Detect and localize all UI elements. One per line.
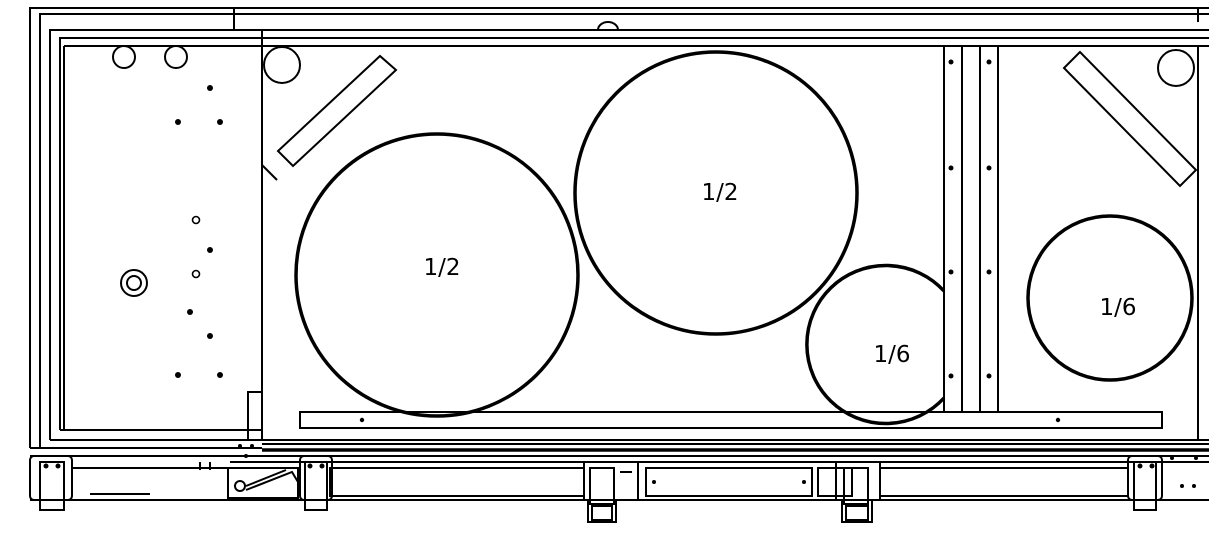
main-chamber bbox=[261, 45, 1209, 440]
circle-left-large: 1/2 bbox=[294, 132, 580, 418]
diagonal-bracket-right bbox=[1062, 50, 1198, 188]
floor-rail bbox=[30, 411, 1209, 463]
circle-center-small: 1/6 bbox=[805, 263, 946, 426]
circle-label: 1/6 bbox=[1099, 295, 1136, 321]
circle-label: 1/6 bbox=[873, 342, 910, 368]
circle-right-small: 1/6 bbox=[1026, 214, 1194, 382]
circle-label: 1/2 bbox=[423, 255, 460, 281]
left-panel bbox=[63, 30, 263, 441]
caster-2 bbox=[835, 461, 881, 523]
caster-1 bbox=[583, 461, 639, 523]
circle-label: 1/2 bbox=[701, 180, 738, 206]
foot-4 bbox=[1127, 455, 1163, 511]
outer-frame bbox=[29, 7, 1209, 448]
foot-1 bbox=[29, 455, 73, 511]
vertical-channels bbox=[943, 45, 999, 413]
circle-center-large: 1/2 bbox=[573, 50, 859, 336]
bracket-2 bbox=[227, 467, 299, 499]
foot-3 bbox=[299, 455, 333, 511]
diagonal-bracket-left bbox=[276, 54, 398, 168]
